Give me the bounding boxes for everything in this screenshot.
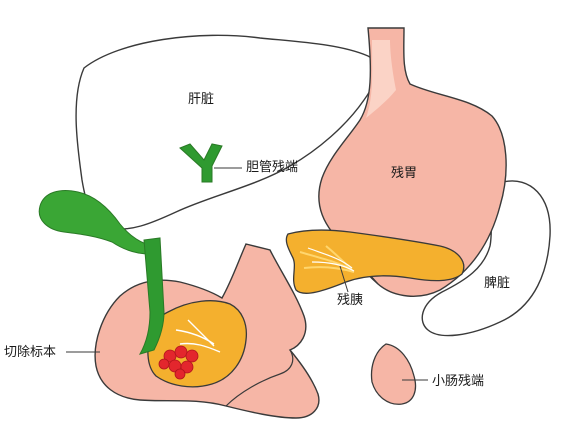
bile-duct-in-specimen — [138, 237, 165, 355]
remnant-pancreas-shape — [285, 229, 465, 294]
small-intestine-stump-shape — [370, 343, 417, 405]
bile-duct-stump-shape — [179, 143, 223, 183]
liver-label: 肝脏 — [188, 92, 215, 107]
remnant-stomach-shape — [318, 27, 507, 297]
pancreas-lobule-lines-2 — [307, 247, 355, 272]
remnant-pancreas-label: 残胰 — [337, 293, 364, 308]
spleen-label: 脾脏 — [484, 276, 511, 291]
bile-duct-stump-label: 胆管残端 — [246, 160, 299, 175]
leader-pancreas — [339, 265, 349, 293]
tumor — [158, 345, 199, 380]
remnant-stomach-label: 残胃 — [391, 166, 418, 181]
leader-lines — [66, 167, 428, 381]
specimen-pancreas-detail — [175, 319, 221, 353]
specimen-inner-fold — [225, 349, 294, 407]
resected-specimen-label: 切除标本 — [4, 345, 57, 360]
small-intestine-stump-label: 小肠残端 — [432, 374, 485, 389]
stomach-highlight — [366, 40, 396, 118]
spleen-shape — [421, 180, 551, 337]
